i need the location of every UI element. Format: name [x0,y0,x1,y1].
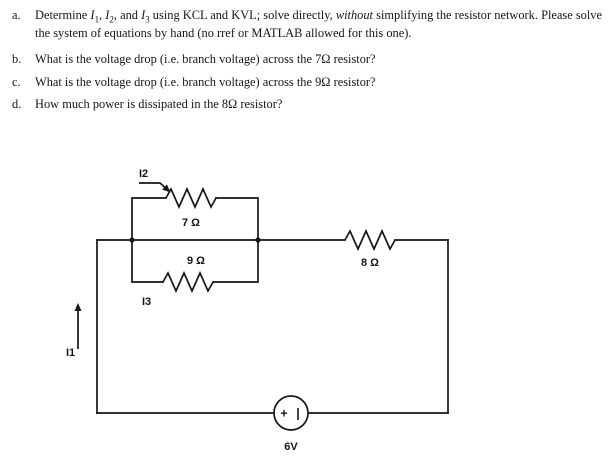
i2-label: I2 [139,168,148,180]
text-segment: simplifying the resistor network. Please… [35,8,603,40]
resistor-7-symbol [165,186,217,210]
text-segment: , and [113,8,142,22]
resistor-9-symbol [162,270,214,294]
question-item-c: c. What is the voltage drop (i.e. branch… [12,74,602,92]
branch-9-wire [131,239,259,283]
question-list: a. Determine I1, I2, and I3 using KCL an… [12,7,602,119]
i2-arrow [139,182,171,193]
resistor-8-symbol [344,228,396,252]
junction-node-left [129,237,135,243]
question-item-a: a. Determine I1, I2, and I3 using KCL an… [12,7,602,42]
current-symbol-i3: I [141,8,146,22]
emphasized-word: without [335,8,373,22]
question-text-a: Determine I1, I2, and I3 using KCL and K… [35,7,602,42]
question-text-c: What is the voltage drop (i.e. branch vo… [35,74,376,89]
subscript-1: 1 [94,14,100,25]
current-symbol-i1: I [90,8,95,22]
question-text-d: How much power is dissipated in the 8Ω r… [35,97,283,112]
junction-node-right [255,237,261,243]
i3-label: I3 [142,296,151,308]
resistor-7-label: 7 Ω [182,217,200,229]
text-segment: , [99,8,106,22]
branch-7-wire [131,197,259,241]
question-label-b: b. [12,52,22,67]
question-item-b: b. What is the voltage drop (i.e. branch… [12,51,602,69]
source-bar-label: | [296,407,300,421]
current-symbol-i2: I [105,8,110,22]
resistor-8-label: 8 Ω [361,257,379,269]
source-voltage-label: 6V [284,441,298,453]
question-label-d: d. [12,97,22,112]
source-plus-label: + [280,407,287,421]
voltage-source-symbol [273,395,309,431]
text-segment: using KCL and KVL; solve directly, [149,8,336,22]
subscript-2: 2 [109,14,114,25]
question-label-c: c. [12,74,21,89]
text-segment: Determine [35,8,91,22]
subscript-3: 3 [145,14,150,25]
question-label-a: a. [12,8,21,22]
question-item-d: d. How much power is dissipated in the 8… [12,96,602,114]
i1-label: I1 [66,347,75,359]
question-text-b: What is the voltage drop (i.e. branch vo… [35,52,376,67]
resistor-9-label: 9 Ω [187,255,205,267]
